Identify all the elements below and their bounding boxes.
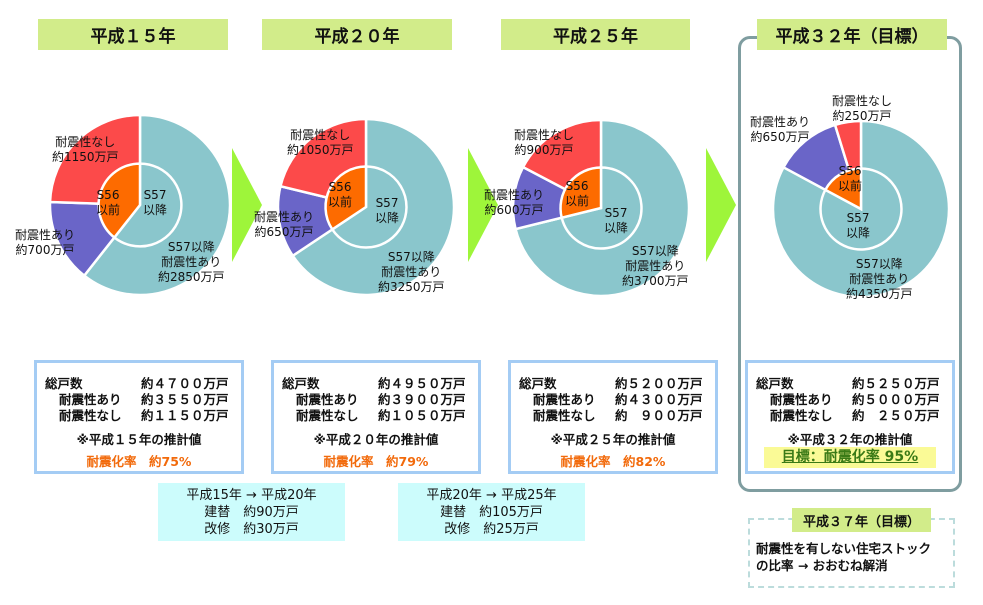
estimate-note: ※平成３２年の推計値 xyxy=(787,432,913,447)
nashi-value: 約１１５０万戸 xyxy=(141,408,229,423)
retrofit-rate: 耐震化率 約75% xyxy=(86,454,192,469)
label-nashi-h20: 耐震性なし約1050万戸 xyxy=(287,128,354,157)
estimate-note: ※平成２５年の推計値 xyxy=(550,432,676,447)
target-text: 耐震性を有しない住宅ストックの比率 → おおむね解消 xyxy=(756,541,932,573)
transition-h15-h20: 平成15年 → 平成20年建替 約90万戸改修 約30万戸 xyxy=(158,483,345,541)
ari-label: 耐震性あり xyxy=(533,392,596,407)
nashi-value: 約 ９００万戸 xyxy=(615,408,703,423)
nashi-label: 耐震性なし xyxy=(296,408,359,423)
total-label: 総戸数 xyxy=(519,376,557,391)
label-ari-h32: 耐震性あり約650万戸 xyxy=(750,115,811,144)
year-title-h15: 平成１５年 xyxy=(38,19,228,50)
ari-value: 約４３００万戸 xyxy=(615,392,703,407)
progress-arrow-icon xyxy=(706,148,736,262)
ari-label: 耐震性あり xyxy=(296,392,359,407)
target-title: 平成３７年（目標） xyxy=(792,508,931,532)
nashi-value: 約 ２５０万戸 xyxy=(852,408,940,423)
goal-retrofit-rate: 目標：耐震化率 95% xyxy=(764,447,936,468)
nashi-label: 耐震性なし xyxy=(533,408,596,423)
nashi-label: 耐震性なし xyxy=(59,408,122,423)
label-nashi-h15: 耐震性なし約1150万戸 xyxy=(52,135,119,164)
total-value: 約５２５０万戸 xyxy=(852,376,940,391)
summary-box-h25: 総戸数 約５２００万戸 耐震性あり 約４３００万戸 耐震性なし 約 ９００万戸 … xyxy=(508,360,718,474)
year-title-h32: 平成３２年（目標） xyxy=(757,19,947,50)
ari-label: 耐震性あり xyxy=(770,392,833,407)
retrofit-rate: 耐震化率 約79% xyxy=(323,454,429,469)
label-new-h32: S57以降耐震性あり約4350万戸 xyxy=(846,257,913,301)
transition-h20-h25: 平成20年 → 平成25年建替 約105万戸改修 約25万戸 xyxy=(398,483,585,541)
estimate-note: ※平成１５年の推計値 xyxy=(76,432,202,447)
label-ari-h20: 耐震性あり約650万戸 xyxy=(254,210,315,239)
label-new-h20: S57以降耐震性あり約3250万戸 xyxy=(378,250,445,294)
inner-slice-s57 xyxy=(330,165,408,249)
label-ari-h25: 耐震性あり約600万戸 xyxy=(484,188,545,217)
inner-slice-s57 xyxy=(112,162,183,248)
year-title-h20: 平成２０年 xyxy=(262,19,452,50)
inner-slice-s56 xyxy=(559,166,603,220)
nashi-value: 約１０５０万戸 xyxy=(378,408,466,423)
ari-value: 約３５５０万戸 xyxy=(141,392,229,407)
progress-arrow-icon xyxy=(232,148,262,262)
ari-label: 耐震性あり xyxy=(59,392,122,407)
total-label: 総戸数 xyxy=(756,376,794,391)
retrofit-rate: 耐震化率 約82% xyxy=(560,454,666,469)
label-ari-h15: 耐震性あり約700万戸 xyxy=(15,228,76,257)
inner-slice-s56 xyxy=(324,165,368,232)
label-new-h25: S57以降耐震性あり約3700万戸 xyxy=(622,244,689,288)
inner-slice-s56 xyxy=(97,162,142,240)
label-nashi-h32: 耐震性なし約250万戸 xyxy=(832,94,893,123)
summary-box-h15: 総戸数 約４７００万戸 耐震性あり 約３５５０万戸 耐震性なし 約１１５０万戸 … xyxy=(34,360,244,474)
year-title-h25: 平成２５年 xyxy=(501,19,690,50)
ari-value: 約５０００万戸 xyxy=(852,392,940,407)
ari-value: 約３９００万戸 xyxy=(378,392,466,407)
progress-arrow-icon xyxy=(468,148,498,262)
label-nashi-h25: 耐震性なし約900万戸 xyxy=(514,128,575,157)
estimate-note: ※平成２０年の推計値 xyxy=(313,432,439,447)
summary-box-h20: 総戸数 約４９５０万戸 耐震性あり 約３９００万戸 耐震性なし 約１０５０万戸 … xyxy=(271,360,481,474)
total-label: 総戸数 xyxy=(282,376,320,391)
total-label: 総戸数 xyxy=(45,376,83,391)
label-new-h15: S57以降耐震性あり約2850万戸 xyxy=(158,240,225,284)
total-value: 約５２００万戸 xyxy=(615,376,703,391)
summary-box-h32: 総戸数 約５２５０万戸 耐震性あり 約５０００万戸 耐震性なし 約 ２５０万戸 … xyxy=(745,360,955,474)
inner-slice-s56 xyxy=(823,167,863,212)
total-value: 約４９５０万戸 xyxy=(378,376,466,391)
nashi-label: 耐震性なし xyxy=(770,408,833,423)
total-value: 約４７００万戸 xyxy=(141,376,229,391)
